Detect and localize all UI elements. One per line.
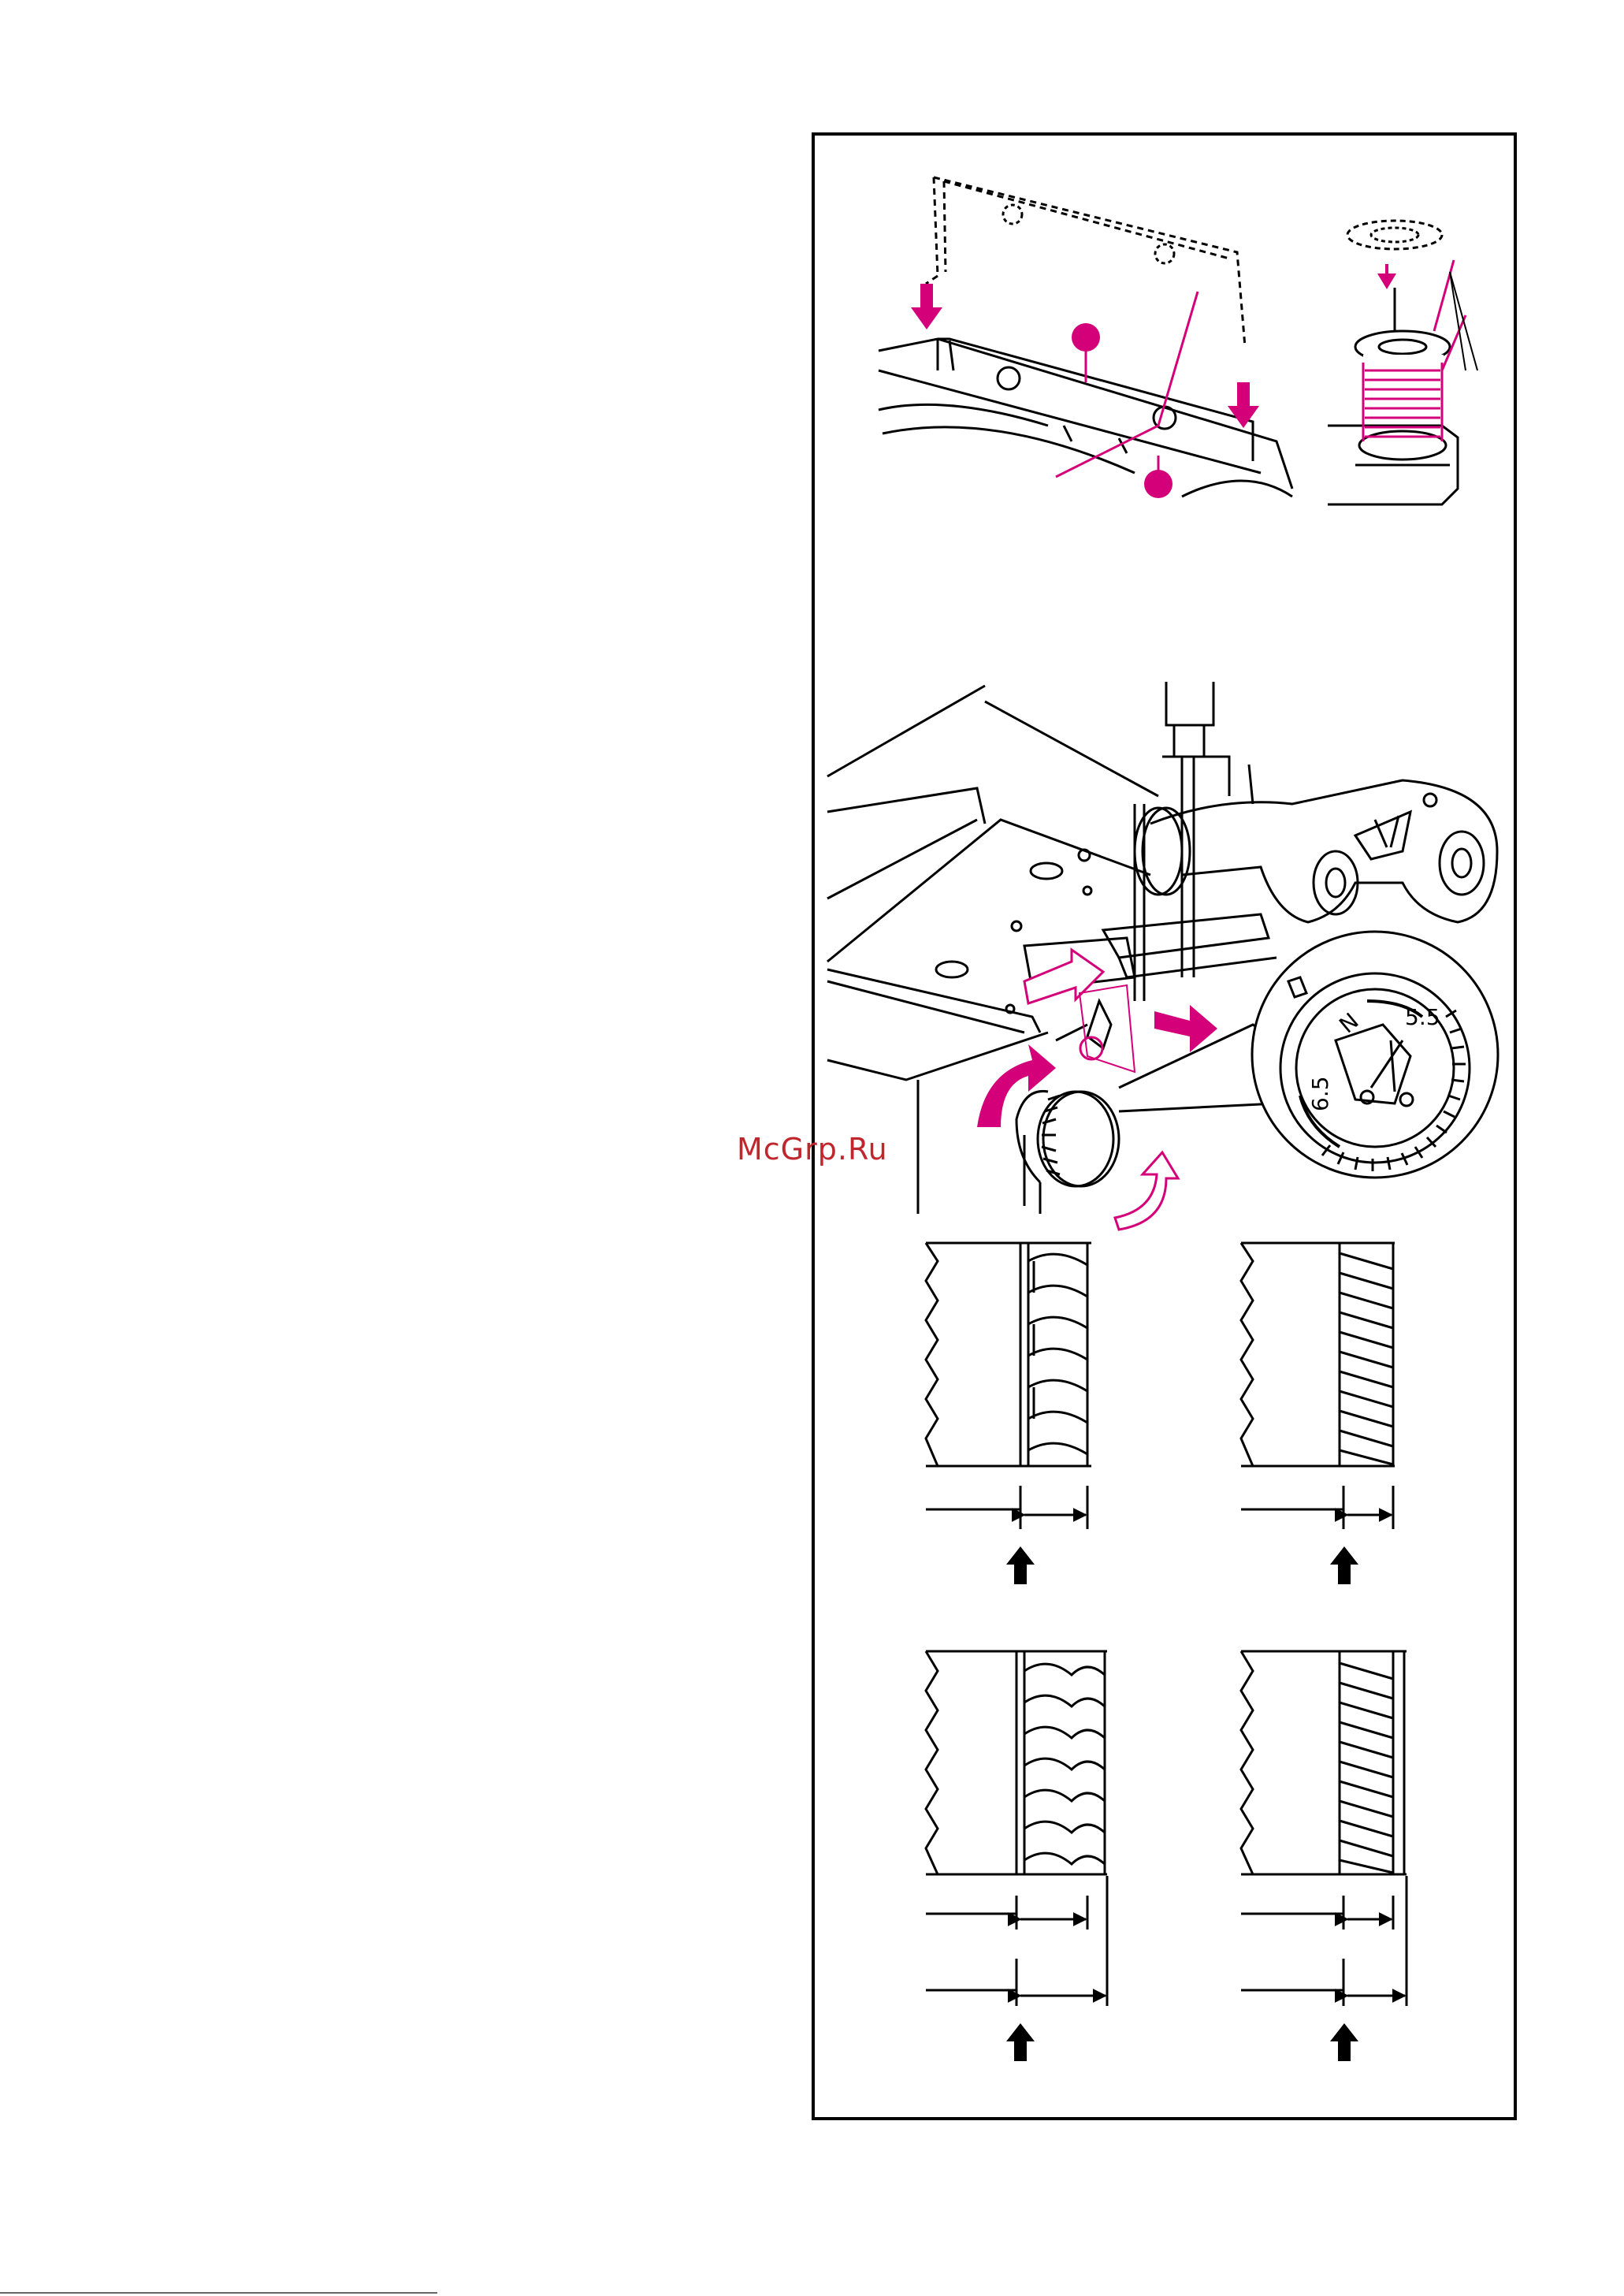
dial-callout [1119,932,1498,1178]
stitch-sample-2 [1241,1243,1395,1529]
feed-direction-arrow-4 [1330,2023,1358,2061]
spool-figure [1328,221,1458,504]
feed-direction-arrow-2 [1330,1546,1358,1584]
watermark: McGrp.Ru [737,1132,888,1167]
feed-direction-arrow-1 [1006,1546,1035,1584]
feed-direction-arrow-3 [1006,2023,1035,2061]
footer-rule [0,2292,437,2294]
stitch-sample-1 [926,1243,1091,1529]
presser-foot-accents [977,950,1217,1230]
dial-mark-6-5: 6.5 [1307,1076,1333,1111]
dial-mark-5-5: 5.5 [1405,1004,1440,1030]
stitch-sample-3 [926,1651,1107,2006]
stitch-sample-4 [1241,1651,1407,2006]
thread-guide-accents [911,284,1259,498]
